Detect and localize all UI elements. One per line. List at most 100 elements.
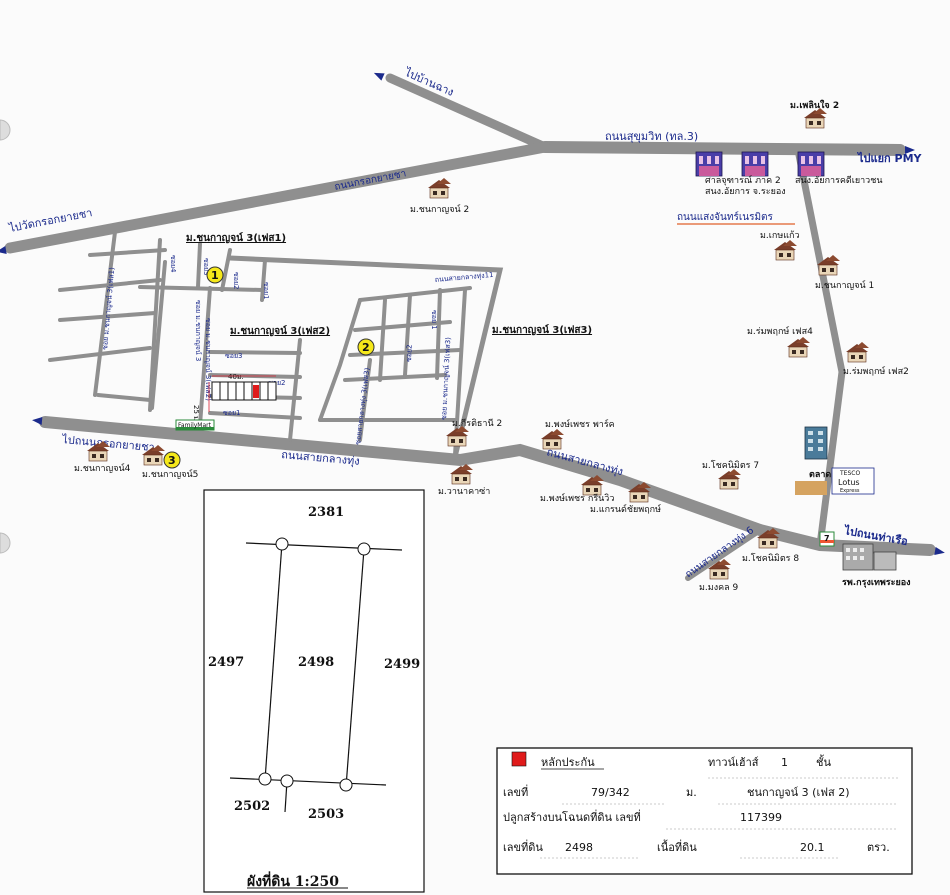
phase1-grid: [48, 230, 267, 412]
collateral-marker: [253, 385, 259, 398]
village-mongkol9: ม.มงคล 9: [699, 583, 739, 593]
label-soi3: ซอย3: [202, 258, 210, 276]
svg-text:7: 7: [824, 534, 830, 543]
phase-markers: ม.ชนกาญจน์ 3(เฟส1) ม.ชนกาญจน์ 3(เฟส2) ม.…: [163, 232, 592, 469]
legend-swatch: [511, 751, 527, 767]
measure-40m: 40ม.: [228, 373, 244, 381]
svg-text:Express: Express: [840, 488, 860, 494]
area-value: 20.1: [800, 841, 825, 854]
deed-value: 117399: [740, 811, 782, 824]
label-soi-e: ซอย1: [223, 409, 241, 417]
house-icon: [449, 463, 474, 485]
label-soi-c: ซอย3: [225, 352, 243, 360]
road-labels: ไปบ้านฉาง ถนนสุขุมวิท (ทล.3) ไปแยก PMY ถ…: [0, 65, 946, 580]
no-label: เลขที่: [503, 784, 528, 799]
road-kroknyaicha: [4, 141, 551, 254]
court-building-icon: [695, 151, 723, 177]
label-soi-h: ซอย2: [405, 344, 414, 362]
house-icon: [717, 468, 742, 490]
seven-eleven-icon: 7: [819, 531, 835, 547]
house-icon: [803, 107, 828, 129]
place-hospital: รพ.กรุงเทพระยอง: [842, 578, 911, 588]
svg-text:FamilyMart: FamilyMart: [178, 422, 212, 429]
svg-text:1: 1: [211, 269, 219, 282]
plot-top: 2381: [308, 505, 344, 520]
village-value: ชนกาญจน์ 3 (เฟส 2): [747, 786, 850, 799]
no-value: 79/342: [591, 786, 630, 799]
info-box: หลักประกัน ทาวน์เฮ้าส์ 1 ชั้น เลขที่ 79/…: [496, 747, 913, 875]
place-market: ตลาด: [809, 470, 831, 480]
village-chanakarn2: ม.ชนกาญจน์ 2: [410, 203, 469, 215]
village-kasemkaew: ม.เกษแก้ว: [760, 230, 800, 241]
svg-text:Lotus: Lotus: [838, 478, 860, 487]
village-chokanimit7: ม.โชคนิมิตร 7: [702, 460, 759, 471]
marker-2: 2: [357, 338, 375, 356]
road-east-connector: [227, 255, 504, 460]
road-saengchan: [794, 146, 846, 549]
village-romphruek2: ม.ร่มพฤกษ์ เฟส2: [843, 365, 909, 377]
townhouse-block: 40ม. 25 ม.: [192, 373, 277, 423]
label-saengchan: ถนนแสงจันทร์เนรมิตร: [677, 211, 774, 223]
plot-bottom-left: 2502: [234, 799, 270, 814]
road-network: [4, 73, 936, 581]
house-icon: [427, 177, 452, 199]
plot-right: 2499: [384, 657, 420, 672]
marker-1: 1: [206, 266, 224, 284]
phase3-grid: [318, 286, 472, 457]
label-soi-main: ซอย ม.ชนกาญจน์ 3: [194, 300, 202, 361]
phase1-label: ม.ชนกาญจน์ 3(เฟส1): [186, 232, 286, 244]
youth-office-building-icon: [797, 151, 825, 177]
deed-label: ปลูกสร้างบนโฉนดที่ดิน เลขที่: [503, 809, 641, 824]
area-label: เนื้อที่ดิน: [657, 839, 697, 854]
place-court: ศาลจุฑารณ์ ภาค 2: [705, 174, 781, 186]
label-soi1: ซอย1: [262, 282, 270, 300]
place-san-rayong: สนง.อัยการ จ.ระยอง: [705, 187, 786, 197]
land-no-label: เลขที่ดิน: [503, 839, 543, 854]
arrow-tha-ruea: [934, 547, 946, 557]
arrow-ban-chang: [372, 69, 385, 81]
plot-center: 2498: [298, 655, 334, 670]
svg-text:TESCO: TESCO: [839, 470, 860, 477]
village-romphruek4: ม.ร่มพฤกษ์ เฟส4: [747, 325, 813, 337]
type-label: ทาวน์เฮ้าส์: [708, 756, 759, 769]
places: ศาลจุฑารณ์ ภาค 2 สนง.อัยการ จ.ระยอง สนง.…: [695, 151, 911, 588]
village-phloenjai2: ม.เพลินใจ 2: [790, 99, 839, 111]
phase3-label: ม.ชนกาญจน์ 3(เฟส3): [492, 324, 592, 336]
type-count: 1: [781, 756, 788, 769]
house-icon: [773, 239, 798, 261]
village-chokanimit8: ม.โชคนิมิตร 8: [742, 553, 799, 564]
marker-3: 3: [163, 451, 181, 469]
plot-diagram: 2381 2497 2498 2499 2502 2503 ผังที่ดิน …: [203, 489, 425, 893]
plot-bottom-right: 2503: [308, 807, 344, 822]
label-soi4: ซอย4: [169, 255, 177, 273]
svg-text:3: 3: [168, 454, 176, 467]
village-chanakarn1: ม.ชนกาญจน์ 1: [815, 279, 874, 291]
label-soi-i: ซอย 1: [430, 310, 438, 330]
arrow-kroknyaicha-road: [31, 416, 43, 425]
familymart-icon: FamilyMart: [175, 419, 215, 431]
area-unit: ตรว.: [867, 841, 890, 854]
village-chanakarn4: ม.ชนกาญจน์4: [74, 462, 131, 474]
label-kroknyaicha: ถนนกรอกยายชา: [333, 168, 407, 193]
house-icon: [445, 425, 470, 447]
plot-left: 2497: [208, 655, 244, 670]
house-icon: [786, 336, 811, 358]
lotus-logo-icon: TESCO Lotus Express: [795, 467, 875, 495]
village-kritsadani2: ม.กีรติธานี 2: [452, 418, 502, 429]
village-chanakarn5: ม.ชนกาญจน์5: [142, 468, 198, 480]
road-saikangtung-6: [685, 527, 763, 581]
hospital-building-icon: [842, 543, 897, 571]
village-wananakha: ม.วานาคาซ่า: [438, 487, 490, 497]
road-to-ban-chang: [385, 73, 550, 152]
binder-holes: [0, 119, 11, 554]
label-soi-b: ซอย ม.ชนกาญจน์ 3(เฟส2): [204, 318, 212, 401]
svg-text:2: 2: [362, 341, 370, 354]
place-san-youth: สนง.อัยการคดีเยาวชน: [795, 175, 883, 186]
village-grand-chaiphruek: ม.แกรนด์ชัยพฤกษ์: [590, 503, 661, 515]
village-markers: ม.เพลินใจ 2 ม.ชนกาญจน์ 2 ม.เกษแก้ว ม.ชนก…: [74, 99, 909, 593]
label-soi-d: ซอย2: [268, 379, 286, 387]
label-saikangtung-11: ถนนสายกลางทุ่ง11: [434, 271, 493, 284]
legend-label: หลักประกัน: [541, 756, 595, 769]
plot-title: ผังที่ดิน 1:250: [247, 871, 339, 890]
house-icon: [540, 428, 565, 450]
